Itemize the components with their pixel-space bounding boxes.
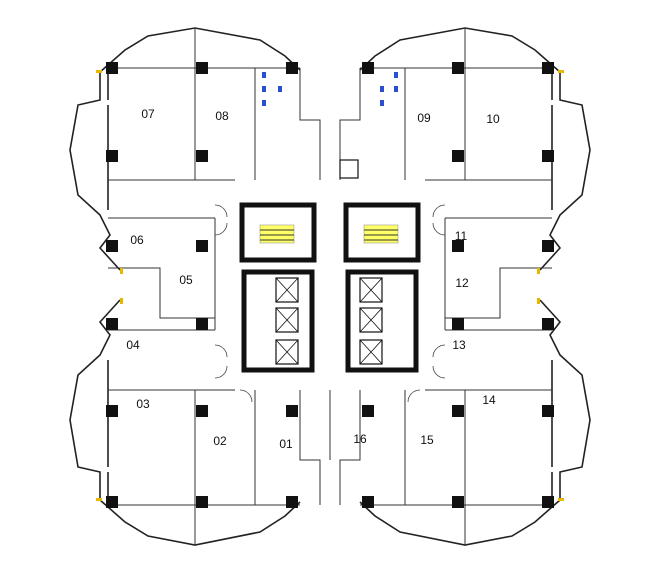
building-core: [239, 202, 421, 373]
interior-partitions: [108, 28, 552, 545]
restroom-fixtures: [262, 72, 398, 106]
elevator-car: [359, 339, 383, 365]
room-labels: 07 08 09 10 06 11 05 12 04 13 03 14 02 0…: [126, 107, 500, 451]
room-label-05: 05: [179, 273, 193, 287]
elevator-car: [359, 277, 383, 303]
room-label-13: 13: [452, 338, 466, 352]
room-label-08: 08: [215, 109, 229, 123]
room-label-01: 01: [279, 437, 293, 451]
room-label-04: 04: [126, 338, 140, 352]
room-label-07: 07: [141, 107, 155, 121]
room-label-11: 11: [455, 229, 468, 243]
room-label-02: 02: [213, 434, 227, 448]
room-label-10: 10: [486, 112, 500, 126]
room-label-09: 09: [417, 111, 431, 125]
room-label-03: 03: [136, 397, 150, 411]
room-label-06: 06: [130, 233, 144, 247]
columns: [106, 62, 554, 508]
elevator-car: [275, 277, 299, 303]
room-label-16: 16: [353, 432, 367, 446]
room-label-14: 14: [482, 393, 496, 407]
elevator-car: [359, 307, 383, 333]
doors: [214, 204, 446, 403]
elevator-car: [275, 339, 299, 365]
elevator-car: [275, 307, 299, 333]
room-label-15: 15: [420, 433, 434, 447]
room-label-12: 12: [455, 276, 469, 290]
elevators: [275, 159, 383, 365]
window-markers: [96, 70, 564, 501]
outer-perimeter: [69, 27, 591, 546]
